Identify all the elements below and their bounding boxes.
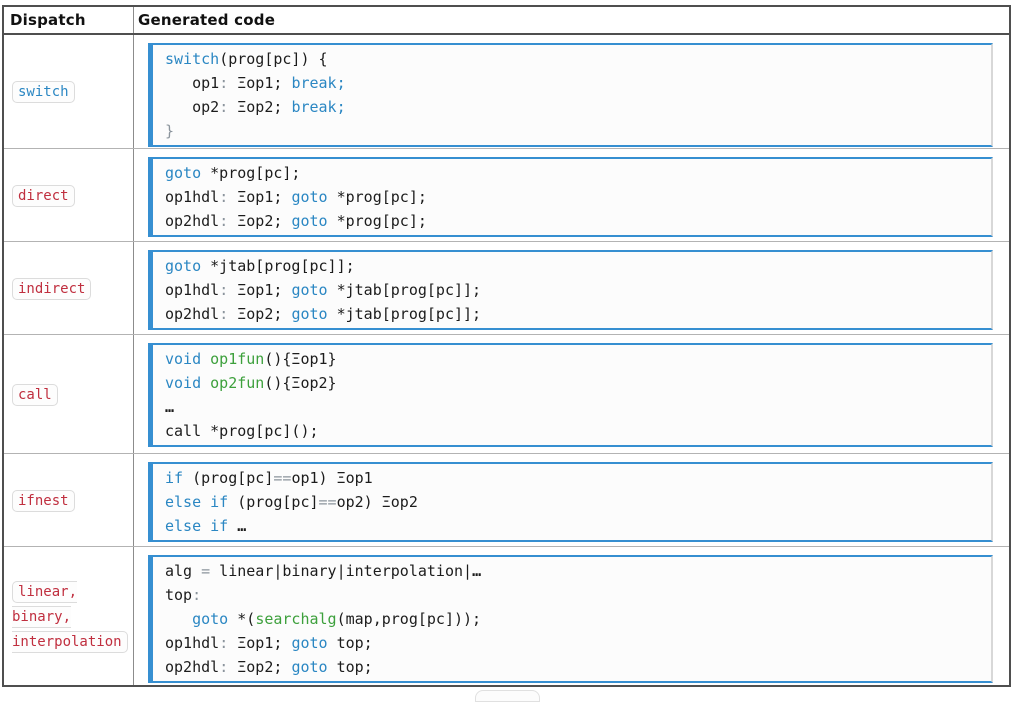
code-line: else if (prog[pc]==op2) Ξop2 bbox=[165, 493, 418, 511]
code-line: goto *(searchalg(map,prog[pc])); bbox=[192, 610, 482, 628]
code-line: } bbox=[165, 122, 175, 140]
code-block: void op1fun(){Ξop1} void op2fun(){Ξop2} … c… bbox=[148, 343, 993, 447]
dispatch-label: call bbox=[12, 383, 58, 406]
table-row: linear, binary, interpolation alg = linea… bbox=[4, 546, 1009, 685]
dispatch-label-wrap: switch bbox=[12, 79, 75, 104]
code-line: op2hdl: Ξop2; goto top; bbox=[165, 658, 373, 676]
dispatch-label: direct bbox=[12, 184, 75, 207]
dispatch-label: indirect bbox=[12, 277, 92, 300]
dispatch-label-wrap: linear, binary, interpolation bbox=[12, 579, 129, 654]
code-line: op1: Ξop1; break; bbox=[165, 74, 346, 92]
dispatch-table: Dispatch Generated code switch switch(pro… bbox=[2, 5, 1011, 687]
code-block: if (prog[pc]==op1) Ξop1 else if (prog[pc]… bbox=[148, 462, 993, 542]
code-line: op2hdl: Ξop2; goto *prog[pc]; bbox=[165, 212, 427, 230]
code-block: goto *prog[pc]; op1hdl: Ξop1; goto *prog[… bbox=[148, 157, 993, 237]
dispatch-cell: indirect bbox=[4, 242, 133, 334]
table-row: switch switch(prog[pc]) { op1: Ξop1; brea… bbox=[4, 35, 1009, 148]
code-line: goto *jtab[prog[pc]]; bbox=[165, 257, 355, 275]
bottom-partial-element bbox=[475, 690, 540, 702]
code-line: goto *prog[pc]; bbox=[165, 164, 301, 182]
table-row: direct goto *prog[pc]; op1hdl: Ξop1; goto … bbox=[4, 148, 1009, 241]
code-line: void op1fun(){Ξop1} bbox=[165, 350, 337, 368]
code-block: goto *jtab[prog[pc]]; op1hdl: Ξop1; goto … bbox=[148, 250, 993, 330]
table-header-row: Dispatch Generated code bbox=[4, 7, 1009, 35]
dispatch-label-wrap: indirect bbox=[12, 276, 92, 301]
dispatch-cell: ifnest bbox=[4, 454, 133, 546]
dispatch-label-wrap: direct bbox=[12, 183, 75, 208]
generated-code-cell: if (prog[pc]==op1) Ξop1 else if (prog[pc]… bbox=[133, 454, 1009, 546]
generated-code-cell: switch(prog[pc]) { op1: Ξop1; break; op2… bbox=[133, 35, 1009, 148]
dispatch-cell: call bbox=[4, 335, 133, 453]
table-body: switch switch(prog[pc]) { op1: Ξop1; brea… bbox=[4, 35, 1009, 685]
dispatch-cell: switch bbox=[4, 35, 133, 148]
header-dispatch: Dispatch bbox=[10, 11, 86, 29]
code-line: switch(prog[pc]) { bbox=[165, 50, 328, 68]
code-line: op1hdl: Ξop1; goto top; bbox=[165, 634, 373, 652]
code-line: else if … bbox=[165, 517, 247, 535]
code-block: alg = linear|binary|interpolation|…top: … bbox=[148, 555, 993, 683]
dispatch-cell: linear, binary, interpolation bbox=[4, 547, 133, 685]
code-line: call *prog[pc](); bbox=[165, 422, 319, 440]
table-row: call void op1fun(){Ξop1} void op2fun(){Ξop… bbox=[4, 334, 1009, 453]
code-block: switch(prog[pc]) { op1: Ξop1; break; op2… bbox=[148, 43, 993, 147]
dispatch-label: ifnest bbox=[12, 489, 75, 512]
code-line: op2: Ξop2; break; bbox=[165, 98, 346, 116]
dispatch-cell: direct bbox=[4, 149, 133, 241]
code-line: if (prog[pc]==op1) Ξop1 bbox=[165, 469, 373, 487]
dispatch-label-wrap: call bbox=[12, 382, 58, 407]
generated-code-cell: alg = linear|binary|interpolation|…top: … bbox=[133, 547, 1009, 685]
generated-code-cell: void op1fun(){Ξop1} void op2fun(){Ξop2} … c… bbox=[133, 335, 1009, 453]
code-line: op1hdl: Ξop1; goto *jtab[prog[pc]]; bbox=[165, 281, 482, 299]
code-line: op2hdl: Ξop2; goto *jtab[prog[pc]]; bbox=[165, 305, 482, 323]
table-row: ifnest if (prog[pc]==op1) Ξop1 else if (pr… bbox=[4, 453, 1009, 546]
table-row: indirect goto *jtab[prog[pc]]; op1hdl: Ξop… bbox=[4, 241, 1009, 334]
code-line: top: bbox=[165, 586, 202, 604]
code-line: void op2fun(){Ξop2} bbox=[165, 374, 337, 392]
dispatch-label: switch bbox=[12, 81, 75, 103]
generated-code-cell: goto *prog[pc]; op1hdl: Ξop1; goto *prog[… bbox=[133, 149, 1009, 241]
dispatch-label: linear, binary, interpolation bbox=[12, 580, 128, 653]
header-generated-code: Generated code bbox=[133, 7, 1009, 33]
code-line: … bbox=[165, 398, 175, 416]
generated-code-cell: goto *jtab[prog[pc]]; op1hdl: Ξop1; goto … bbox=[133, 242, 1009, 334]
dispatch-label-wrap: ifnest bbox=[12, 488, 75, 513]
code-line: op1hdl: Ξop1; goto *prog[pc]; bbox=[165, 188, 427, 206]
code-line: alg = linear|binary|interpolation|… bbox=[165, 562, 482, 580]
